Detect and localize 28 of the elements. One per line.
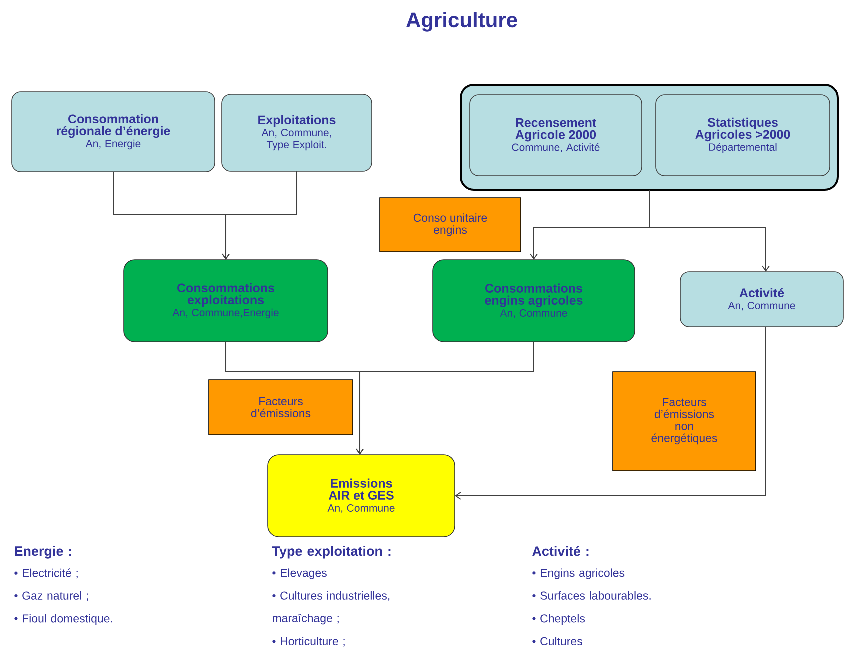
factor-box: Facteurs d’émissions non énergétiques <box>612 372 756 472</box>
data-box: Recensement Agricole 2000 Commune, Activité <box>470 94 642 176</box>
connector-arrow <box>455 326 766 500</box>
factor-box: Facteurs d’émissions <box>208 380 354 436</box>
factor-box: Conso unitaire engins <box>380 198 522 252</box>
list-item: • Electricité ; <box>14 568 78 579</box>
data-box: Consommation régionale d’énergie An, Energie <box>12 92 216 172</box>
connector-arrow <box>222 171 298 260</box>
list-item: • Gaz naturel ; <box>14 592 88 602</box>
list-item: • Horticulture ; <box>272 637 345 647</box>
connector-arrow <box>650 190 770 272</box>
data-box: Statistiques Agricoles >2000 Départemental <box>656 94 830 176</box>
connector-arrow <box>356 341 534 455</box>
list-item: • Elevages <box>272 568 327 580</box>
list-heading: Activité : <box>532 546 589 556</box>
calculation-box: Consommations engins agricoles An, Commune <box>432 260 636 342</box>
data-box: Activité An, Commune <box>680 272 844 328</box>
title: Agriculture <box>406 12 518 32</box>
list-item: • Cheptels <box>532 614 586 625</box>
data-box: Exploitations An, Commune, Type Exploit. <box>222 94 372 172</box>
result-box: Emissions AIR et GES An, Commune <box>268 454 456 538</box>
list-item: • Cultures <box>532 637 582 646</box>
list-item: • Engins agricoles <box>532 568 625 580</box>
list-item: • Fioul domestique. <box>14 614 112 625</box>
calculation-box: Consommations exploitations An, Commune,Energie <box>124 260 328 342</box>
list-heading: Energie : <box>15 546 72 559</box>
list-item: • Cultures industrielles, maraîchage ; <box>272 592 390 625</box>
list-item: • Surfaces labourables. <box>532 592 651 600</box>
